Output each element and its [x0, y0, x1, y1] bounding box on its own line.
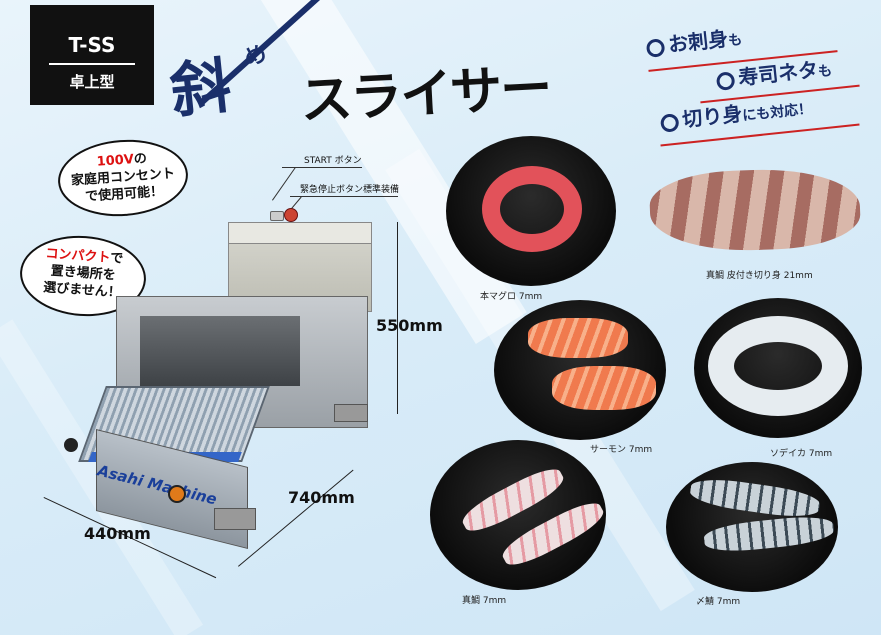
circle-icon	[715, 70, 736, 91]
dimension-width: 440mm	[84, 524, 151, 543]
knob-icon	[168, 485, 186, 503]
callout-line	[290, 196, 398, 197]
page-title: スライサー	[298, 58, 552, 132]
title-kanji: 斜	[167, 51, 235, 127]
feature-sushi: 寿司ネタも	[715, 52, 833, 93]
dimension-line-height	[397, 222, 398, 414]
machine-foot	[334, 404, 368, 422]
tuna-slices	[482, 166, 582, 252]
emergency-stop-icon	[284, 208, 298, 222]
dimension-depth: 740mm	[288, 488, 355, 507]
caption-snapper-fillet: 真鯛 皮付き切り身 21mm	[706, 271, 813, 281]
salmon-slices	[528, 318, 628, 358]
caption-mackerel: 〆鯖 7mm	[696, 597, 741, 607]
salmon-slices	[552, 366, 656, 410]
dimension-height: 550mm	[376, 316, 443, 335]
feature-fillet: 切り身にも対応！	[659, 90, 813, 135]
machine-foot	[214, 508, 256, 530]
callout-start-button: START ボタン	[304, 156, 362, 166]
feature-sashimi: お刺身も	[645, 21, 744, 60]
circle-icon	[659, 112, 680, 133]
start-button-icon	[270, 211, 284, 221]
callout-emergency-stop: 緊急停止ボタン標準装備	[300, 185, 400, 195]
squid-slices	[708, 316, 848, 416]
callout-line	[282, 167, 362, 168]
model-type: 卓上型	[69, 73, 115, 91]
caption-tuna: 本マグロ 7mm	[480, 292, 543, 302]
caption-salmon: サーモン 7mm	[590, 445, 653, 455]
caption-squid: ソデイカ 7mm	[770, 449, 833, 459]
caption-snapper: 真鯛 7mm	[462, 596, 507, 606]
circle-icon	[645, 37, 666, 58]
snapper-fillet	[648, 166, 862, 254]
model-name: T-SS	[68, 33, 116, 57]
knob-icon	[64, 438, 78, 452]
speech-bubble-power: 100Vの 家庭用コンセント で使用可能！	[55, 135, 191, 221]
badge-divider	[49, 63, 135, 65]
machine-top-lid	[228, 222, 372, 244]
model-badge: T-SS 卓上型	[30, 5, 154, 105]
machine-inner	[140, 316, 300, 386]
